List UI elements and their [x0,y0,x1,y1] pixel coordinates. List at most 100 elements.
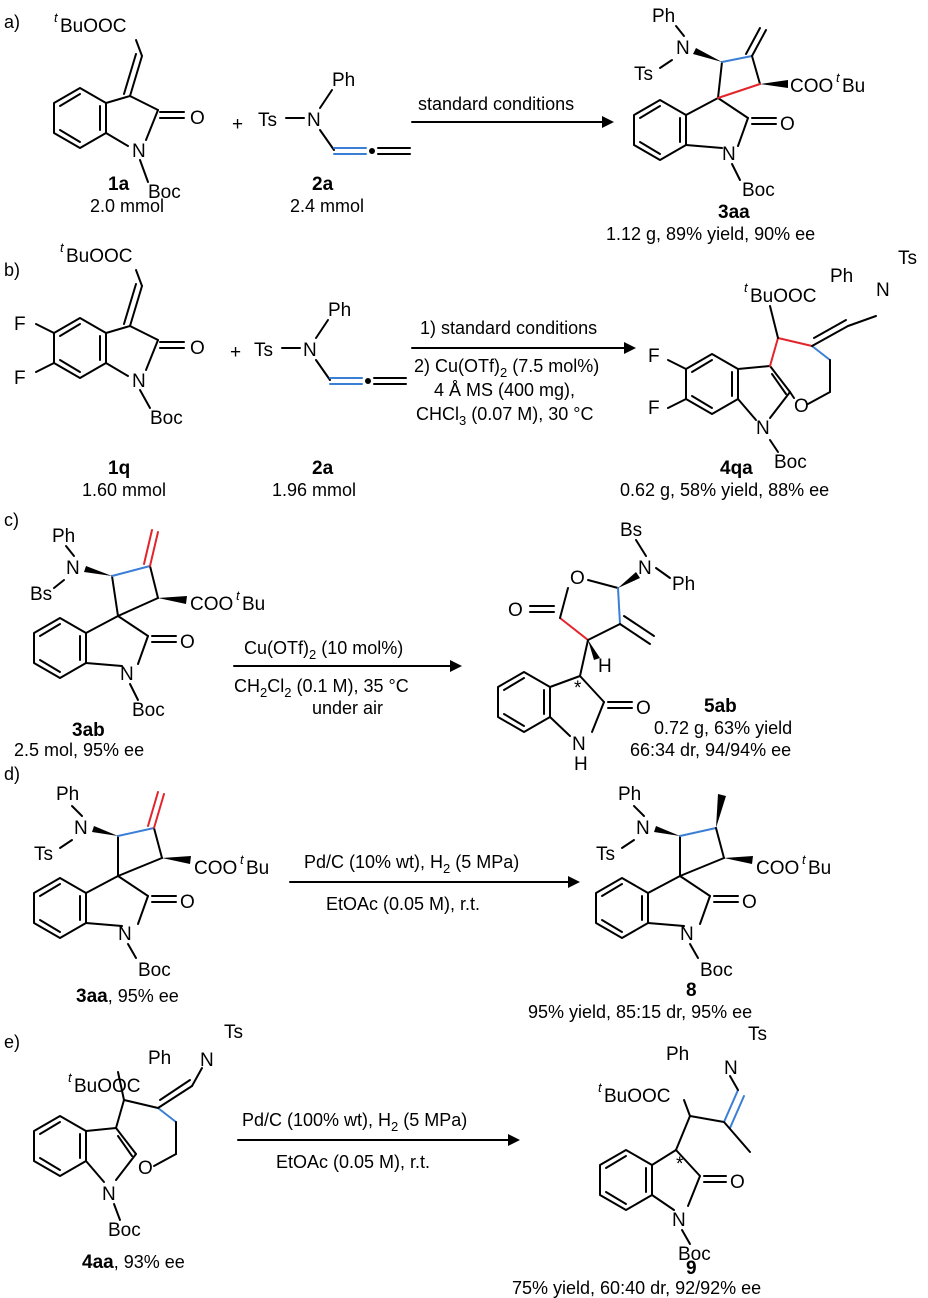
conditions: Cu(OTf)2 (10 mol%) [244,638,403,662]
svg-text:F: F [648,346,660,367]
conditions: 2) Cu(OTf)2 (7.5 mol%) [414,356,599,380]
svg-text:*: * [676,1154,684,1175]
svg-text:N: N [572,734,586,755]
svg-text:Ph: Ph [672,574,695,595]
svg-text:Ts: Ts [748,1024,767,1045]
svg-text:Bs: Bs [30,584,52,605]
svg-text:N: N [722,144,736,165]
svg-text:Ph: Ph [328,300,351,321]
svg-text:O: O [180,632,195,653]
conditions: standard conditions [418,94,574,114]
amount: 1.60 mmol [82,480,166,500]
svg-text:Ph: Ph [52,526,75,547]
svg-text:Ts: Ts [224,1022,243,1043]
svg-text:N: N [120,664,134,685]
svg-text:F: F [14,314,26,335]
amount: 2.4 mmol [290,196,364,216]
svg-text:O: O [794,396,809,417]
svg-text:Boc: Boc [700,960,733,981]
structure-3ab: O N Boc COO t Bu N Ph Bs [30,526,265,721]
svg-text:t: t [68,1070,73,1085]
panel-label: b) [4,260,20,280]
svg-text:Bu: Bu [246,858,269,879]
svg-text:N: N [672,1210,686,1231]
structure-2a: Ts N Ph [258,70,411,155]
svg-text:N: N [200,1050,214,1071]
structure-8: O N Boc COO t Bu N Ph Ts [595,784,831,981]
svg-text:Boc: Boc [108,1220,141,1241]
svg-text:Bu: Bu [842,76,865,97]
svg-text:Ph: Ph [652,6,675,27]
svg-text:Ph: Ph [56,784,79,805]
panel-c: c) O N Boc COO t Bu N Ph [4,510,792,775]
svg-text:N: N [636,818,650,839]
svg-text:BuOOC: BuOOC [74,1076,141,1097]
conditions: 4 Å MS (400 mg), [434,380,575,400]
conditions: under air [312,698,383,718]
panel-label: a) [4,12,20,32]
amount: 4aa, 93% ee [82,1252,185,1273]
svg-text:F: F [648,398,660,419]
amount: 3aa, 95% ee [76,986,179,1007]
svg-text:Ts: Ts [898,248,917,269]
svg-text:COO: COO [194,858,237,879]
svg-text:H: H [574,754,588,775]
svg-text:N: N [132,371,146,392]
structure-5ab: O N H * O O H N Bs Ph [497,520,695,775]
panel-a: a) O N Boc t BuOOC 1a 2.0 mmol + Ts [4,6,865,244]
conditions: CHCl3 (0.07 M), 30 °C [416,404,593,428]
svg-text:t: t [836,70,841,85]
compound-id: 1a [108,174,130,195]
svg-text:Bu: Bu [808,858,831,879]
compound-id: 1q [108,458,130,479]
svg-text:Ph: Ph [148,1048,171,1069]
svg-text:Ts: Ts [634,64,653,85]
structure-3aa: O N Boc COO t Bu N Ph Ts [633,6,865,201]
structure-9: O N Boc * t BuOOC N Ph Ts [598,1024,767,1265]
svg-text:BuOOC: BuOOC [66,246,133,267]
panel-d: d) O N Boc COO t Bu N Ph [4,764,831,1022]
svg-text:N: N [638,558,652,579]
svg-text:O: O [138,1158,153,1179]
svg-text:Ts: Ts [258,110,277,131]
svg-text:*: * [574,678,582,699]
compound-id: 8 [686,980,697,1001]
svg-text:N: N [102,1184,116,1205]
conditions: CH2Cl2 (0.1 M), 35 °C [234,676,409,700]
svg-text:O: O [742,892,757,913]
svg-text:F: F [14,368,26,389]
compound-id: 3aa [718,202,750,223]
svg-text:Ph: Ph [332,70,355,91]
svg-text:N: N [724,1058,738,1079]
svg-text:N: N [676,38,690,59]
svg-text:t: t [240,852,245,867]
svg-text:Bs: Bs [620,520,642,541]
structure-4qa: F F N Boc O t BuOOC N Ph Ts [648,248,917,473]
svg-text:Boc: Boc [138,960,171,981]
compound-id: 4qa [720,458,753,479]
svg-text:t: t [60,240,65,255]
svg-text:t: t [54,10,59,25]
svg-text:O: O [636,698,651,719]
result: 0.62 g, 58% yield, 88% ee [620,480,829,500]
svg-text:COO: COO [190,594,233,615]
svg-text:O: O [508,600,523,621]
amount: 1.96 mmol [272,480,356,500]
svg-text:Boc: Boc [774,452,807,473]
svg-text:N: N [118,924,132,945]
svg-text:Boc: Boc [148,182,181,203]
svg-text:BuOOC: BuOOC [750,286,817,307]
structure-1a: O N Boc t BuOOC [53,10,205,203]
svg-text:Ph: Ph [666,1044,689,1065]
svg-text:Ts: Ts [254,340,273,361]
svg-text:N: N [307,110,321,131]
svg-text:O: O [190,108,205,129]
panel-label: e) [4,1032,20,1052]
structure-1q: F F O N Boc t BuOOC [14,240,205,429]
svg-text:t: t [802,852,807,867]
amount: 2.5 mol, 95% ee [14,740,144,760]
svg-text:+: + [230,342,241,363]
panel-label: c) [4,510,19,530]
svg-text:N: N [876,280,890,301]
